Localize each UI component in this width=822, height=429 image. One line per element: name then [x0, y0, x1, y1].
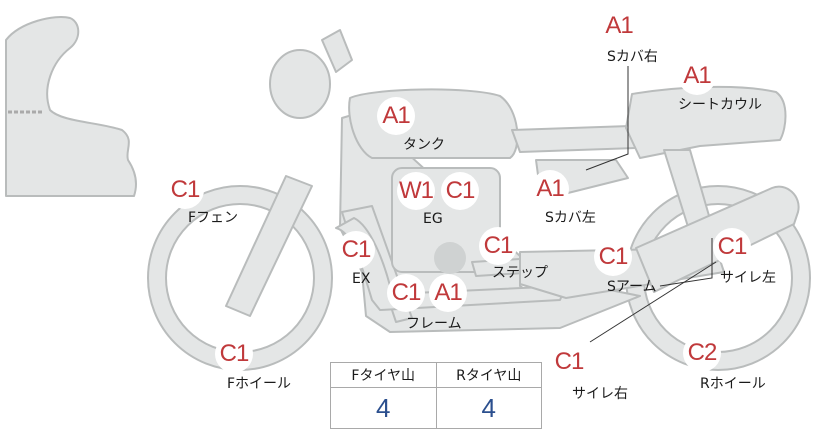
seat-part	[511, 125, 637, 153]
grade-badge-muffler-left: C1	[713, 228, 751, 266]
grade-badge-f-wheel: C1	[215, 335, 253, 373]
grade-badge-muffler-right: C1	[550, 343, 588, 381]
label-r-wheel: Rホイール	[700, 376, 766, 392]
grade-badge-r-wheel: C2	[683, 334, 721, 372]
grade-badge-engine-b: C1	[441, 172, 479, 210]
label-f-fender: Fフェン	[188, 210, 239, 226]
grade-badge-seat-cowl: A1	[678, 57, 716, 95]
leader-muffler-left	[659, 238, 713, 287]
label-swing-arm: Sアーム	[607, 279, 657, 295]
label-seat-cowl: シートカウル	[678, 97, 762, 113]
leader-s-cover-right	[585, 66, 629, 171]
grade-badge-tank: A1	[377, 97, 415, 135]
label-frame: フレーム	[406, 316, 462, 332]
leader-muffler-right	[589, 261, 717, 343]
label-engine: EG	[423, 211, 443, 227]
grade-badge-swing-arm: C1	[594, 238, 632, 276]
label-muffler-right: サイレ右	[572, 386, 628, 402]
label-s-cover-left: Sカバ左	[545, 210, 596, 226]
grade-badge-frame-a: C1	[387, 274, 425, 312]
seat-cowl-part	[625, 85, 787, 159]
tread-value-rear: 4	[435, 387, 542, 429]
label-s-cover-right: Sカバ右	[607, 49, 658, 65]
front-fork-part	[225, 175, 313, 317]
label-muffler-left: サイレ左	[720, 270, 776, 286]
label-tank: タンク	[403, 137, 445, 153]
label-step: ステップ	[492, 265, 548, 281]
grade-badge-engine-a: W1	[397, 172, 435, 210]
headlight-part	[269, 49, 331, 119]
label-f-wheel: Fホイール	[227, 376, 292, 392]
front-cowl	[5, 16, 137, 197]
grade-badge-step: C1	[479, 227, 517, 265]
grade-badge-s-cover-left: A1	[531, 170, 569, 208]
grade-badge-s-cover-right: A1	[600, 7, 638, 45]
grade-badge-exhaust: C1	[337, 231, 375, 269]
grade-badge-f-fender: C1	[166, 171, 204, 209]
tread-header-front: Fタイヤ山	[330, 362, 437, 388]
tread-value-front: 4	[330, 387, 437, 429]
label-exhaust: EX	[352, 271, 371, 287]
tire-tread-table: Fタイヤ山 Rタイヤ山 4 4	[330, 362, 542, 429]
tread-header-rear: Rタイヤ山	[435, 362, 542, 388]
grade-badge-frame-b: A1	[429, 274, 467, 312]
